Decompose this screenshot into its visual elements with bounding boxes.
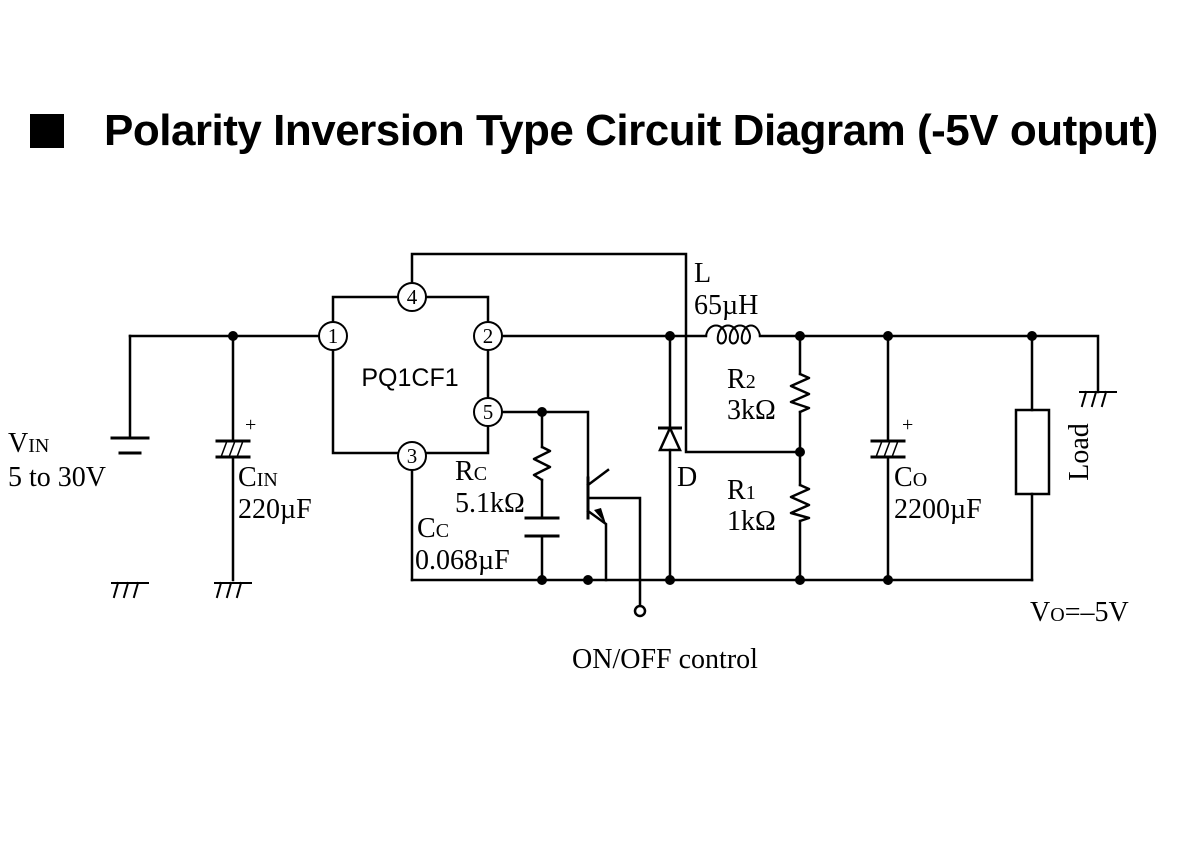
junction-dot [1027, 331, 1037, 341]
co-polarity-mark: + [902, 414, 913, 436]
inductor-label: L [694, 258, 711, 289]
diode-triangle [658, 424, 682, 452]
title-bullet-square [30, 114, 64, 148]
rc-value: 5.1kΩ [455, 488, 525, 519]
output-rail [758, 334, 1100, 394]
ic-name-label: PQ1CF1 [361, 364, 458, 392]
rc-resistor [532, 445, 552, 482]
vin-range-label: 5 to 30V [8, 462, 106, 493]
onoff-terminal [633, 604, 647, 618]
pin-2-circle [473, 321, 503, 351]
junction-dot [537, 575, 547, 585]
cc-value: 0.068µF [415, 545, 510, 576]
r2-label: R2 [727, 364, 756, 395]
co-hatch [875, 440, 899, 458]
co-label-sub: O [913, 469, 927, 491]
output-ground-symbol [1079, 390, 1117, 408]
pin-4-circle [397, 282, 427, 312]
output-voltage-label: VO=–5V [1030, 597, 1129, 628]
rc-label-sub: C [474, 463, 487, 485]
transistor-collector [586, 468, 610, 487]
page-title: Polarity Inversion Type Circuit Diagram … [104, 106, 1158, 155]
cc-label: CC [417, 513, 449, 544]
r2-value: 3kΩ [727, 395, 776, 426]
junction-dot [228, 331, 238, 341]
cin-label-sub: IN [257, 469, 278, 491]
onoff-control-label: ON/OFF control [572, 644, 758, 675]
vin-ground-symbol [111, 581, 149, 599]
junction-dot [795, 331, 805, 341]
pin5-wire [500, 410, 590, 480]
pin-5-label: 5 [483, 400, 494, 424]
pin-1-label: 1 [328, 324, 339, 348]
rc-label: RC [455, 456, 487, 487]
pin4-wire [410, 252, 802, 454]
junction-dot [537, 407, 547, 417]
load-resistor [1014, 408, 1051, 496]
pin-3-circle [397, 441, 427, 471]
transistor-emitter-arrow [594, 508, 606, 524]
cin-value: 220µF [238, 494, 312, 525]
junction-dot [665, 575, 675, 585]
junction-dot [665, 331, 675, 341]
junction-dot [883, 575, 893, 585]
r1-value: 1kΩ [727, 506, 776, 537]
cin-label: CIN [238, 462, 278, 493]
vin-label: VIN [8, 428, 49, 459]
cin-polarity-mark: + [245, 414, 256, 436]
pin-4-label: 4 [407, 285, 418, 309]
inductor-value: 65µH [694, 290, 758, 321]
pin-2-label: 2 [483, 324, 494, 348]
diode-label: D [677, 462, 697, 493]
transistor-emitter [586, 509, 608, 582]
junction-dot [795, 447, 805, 457]
r2-resistor [789, 372, 811, 414]
r2-label-sub: 2 [746, 371, 756, 393]
cin-hatch [220, 440, 244, 458]
junction-dot [583, 575, 593, 585]
r1-label-sub: 1 [746, 482, 756, 504]
pin-3-label: 3 [407, 444, 418, 468]
junction-dot [883, 331, 893, 341]
co-label: CO [894, 462, 927, 493]
cin-ground-symbol [214, 581, 252, 599]
cc-label-sub: C [436, 520, 449, 542]
pin-5-circle [473, 397, 503, 427]
vin-label-sub: IN [28, 435, 49, 457]
co-value: 2200µF [894, 494, 982, 525]
output-voltage-sub: O [1050, 604, 1064, 626]
output-voltage-value: =–5V [1065, 597, 1129, 628]
r1-resistor [789, 483, 811, 523]
title-row: Polarity Inversion Type Circuit Diagram … [30, 106, 1158, 156]
transistor-base-wire [586, 496, 642, 608]
pin-1-circle [318, 321, 348, 351]
load-label: Load [1064, 423, 1095, 481]
inductor-coil [704, 324, 762, 345]
r1-label: R1 [727, 475, 756, 506]
junction-dot [795, 575, 805, 585]
